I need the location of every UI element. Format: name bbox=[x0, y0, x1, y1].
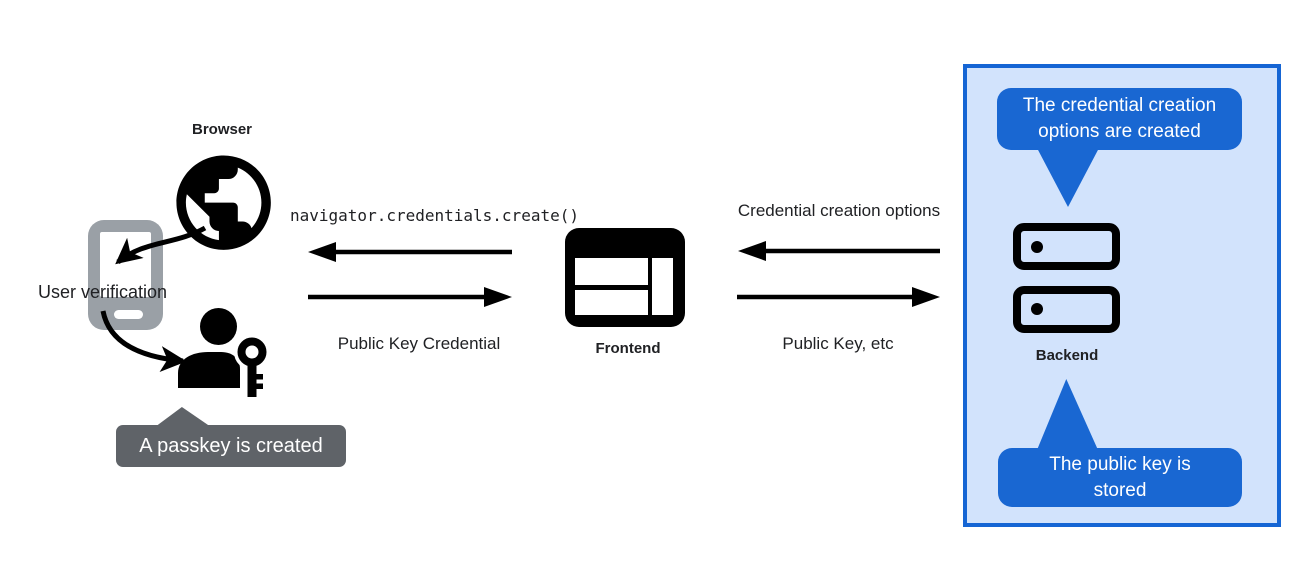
credentials-create-call-label: navigator.credentials.create() bbox=[290, 206, 579, 225]
user-verification-label: User verification bbox=[38, 282, 168, 302]
key-stored-line2: stored bbox=[1093, 479, 1147, 501]
backend-label: Backend bbox=[1035, 347, 1099, 364]
smartphone-icon bbox=[88, 220, 163, 330]
key-stored-line1: The public key is bbox=[1049, 453, 1191, 475]
globe-icon bbox=[176, 155, 271, 250]
frontend-label: Frontend bbox=[595, 340, 661, 357]
key-stored-callout: The public key is stored bbox=[998, 448, 1242, 507]
passkey-created-tooltip: A passkey is created bbox=[116, 425, 346, 467]
browser-label: Browser bbox=[191, 121, 253, 138]
arrow-frontend-to-backend bbox=[737, 287, 940, 307]
options-created-line2: options are created bbox=[1038, 121, 1201, 142]
frontend-window-icon bbox=[565, 228, 685, 327]
passkey-tooltip-tail bbox=[155, 407, 211, 427]
credential-creation-options-label: Credential creation options bbox=[737, 201, 941, 220]
arrow-browser-to-frontend bbox=[308, 287, 512, 307]
passkey-created-text: A passkey is created bbox=[139, 435, 323, 457]
public-key-etc-label: Public Key, etc bbox=[782, 334, 894, 353]
arrow-backend-to-frontend bbox=[738, 241, 940, 261]
user-key-icon bbox=[178, 308, 270, 401]
arrow-phone-to-user bbox=[100, 310, 187, 372]
arrow-frontend-to-browser bbox=[308, 242, 512, 262]
arrow-browser-to-phone bbox=[115, 225, 207, 265]
public-key-credential-label: Public Key Credential bbox=[337, 334, 501, 353]
options-created-callout: The credential creation options are crea… bbox=[997, 88, 1242, 150]
options-created-line1: The credential creation bbox=[1022, 95, 1217, 116]
